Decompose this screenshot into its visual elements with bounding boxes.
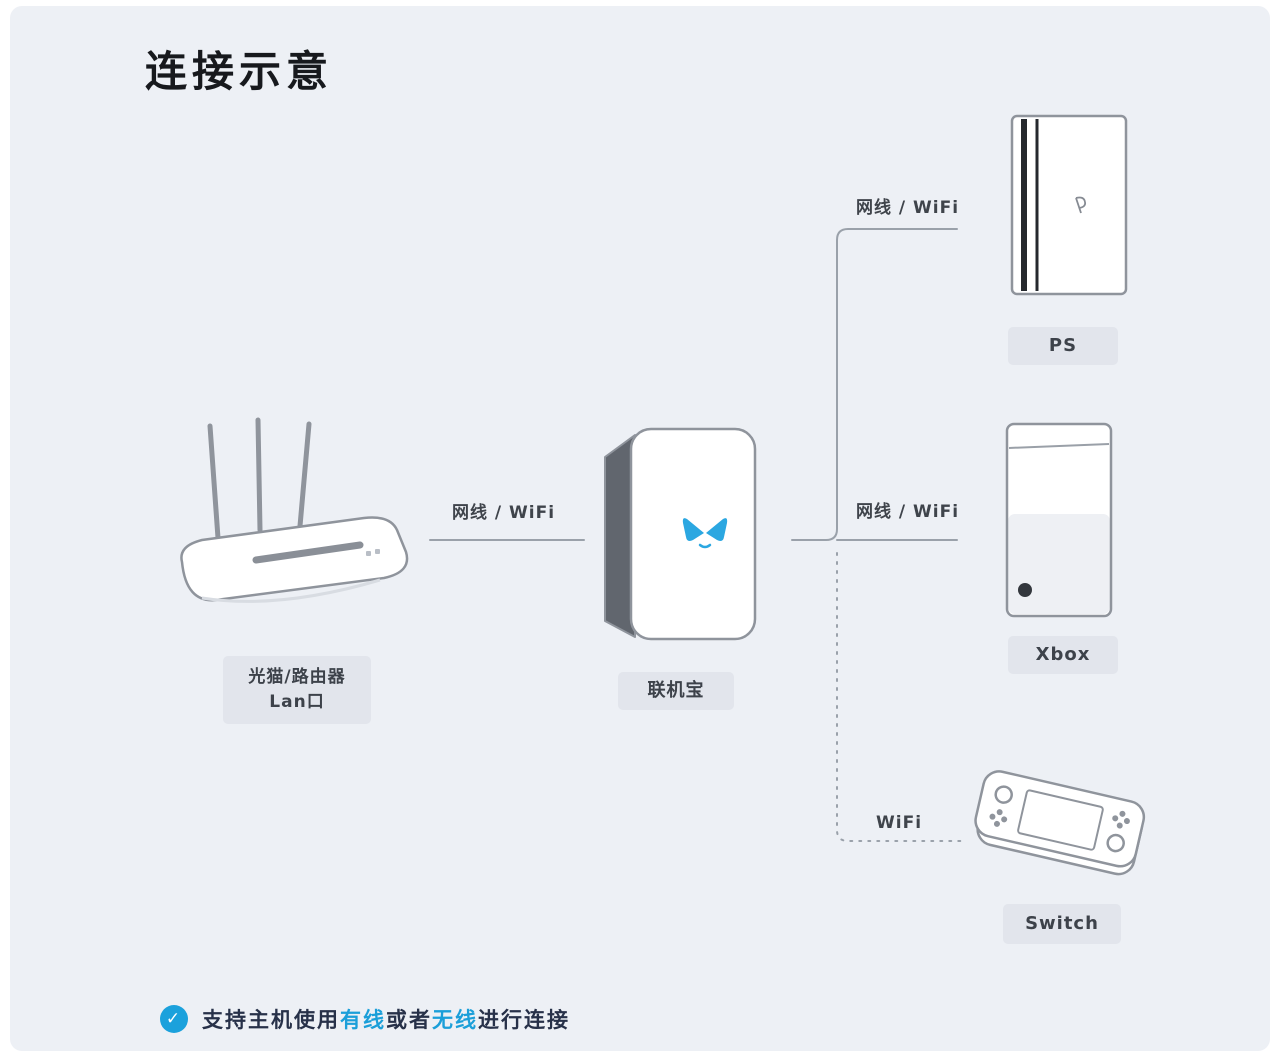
router-illustration: [168, 410, 418, 615]
switch-illustration: [965, 760, 1155, 890]
switch-console-icon: [974, 770, 1146, 876]
footnote-conjunction: 或者: [386, 1008, 432, 1032]
footnote-wired: 有线: [340, 1008, 386, 1032]
wire-label-hub-ps: 网线 / WiFi: [856, 198, 960, 218]
switch-label: Switch: [1003, 904, 1121, 944]
hub-icon: [604, 427, 757, 641]
xbox-illustration: [995, 418, 1125, 626]
ps-illustration: [1000, 110, 1140, 302]
footnote: ✓ 支持主机使用有线或者无线进行连接: [160, 1004, 570, 1034]
wire-label-hub-xbox: 网线 / WiFi: [856, 502, 960, 522]
router-label-line1: 光猫/路由器: [248, 667, 346, 688]
router-label-line2: Lan口: [269, 692, 325, 712]
footnote-wireless: 无线: [432, 1008, 478, 1032]
ps-console-icon: [1010, 114, 1128, 296]
wire-label-hub-switch: WiFi: [876, 813, 923, 833]
router-icon: [180, 417, 409, 603]
hub-label: 联机宝: [618, 672, 734, 710]
hub-illustration: [583, 423, 773, 645]
check-icon: ✓: [160, 1005, 188, 1033]
footnote-text: 支持主机使用有线或者无线进行连接: [202, 1004, 570, 1034]
xbox-console-icon: [1005, 422, 1113, 618]
router-label: 光猫/路由器 Lan口: [223, 656, 371, 724]
ps-logo-icon: [1075, 196, 1087, 214]
ps-label: PS: [1008, 327, 1118, 365]
hub-logo-icon: [682, 518, 728, 549]
footnote-prefix: 支持主机使用: [202, 1008, 340, 1032]
xbox-label: Xbox: [1008, 636, 1118, 674]
page-title: 连接示意: [145, 47, 334, 96]
footnote-suffix: 进行连接: [478, 1008, 570, 1032]
wire-label-router-hub: 网线 / WiFi: [452, 503, 556, 523]
